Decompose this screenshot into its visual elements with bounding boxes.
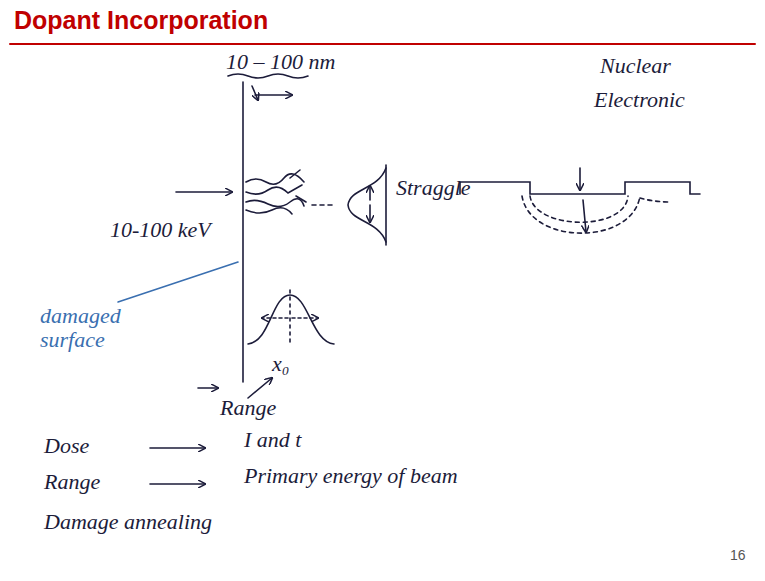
leader-line [118, 262, 238, 302]
dashed-profile [522, 196, 640, 233]
straggle-arrow [369, 205, 371, 222]
energy-label: 10-100 keV [110, 218, 211, 242]
straggle-arrow [369, 186, 371, 200]
profile-axis [385, 165, 387, 245]
arrow [150, 447, 205, 449]
slide-title: Dopant Incorporation [14, 6, 268, 35]
ion-path [246, 208, 292, 214]
implant-arrow [579, 168, 581, 190]
wavy-underline [228, 74, 308, 78]
small-arrow [252, 86, 258, 100]
symbol-label: x₀ [272, 352, 289, 376]
range-arrow [248, 378, 272, 398]
dashed-profile [640, 198, 670, 202]
depth-arrow [583, 200, 586, 232]
slide-number: 16 [730, 548, 746, 563]
note: Dose [44, 434, 89, 458]
note: I and t [244, 428, 301, 452]
gaussian-curve [248, 295, 334, 344]
note: damaged surface [40, 304, 150, 352]
note: Range [220, 396, 276, 420]
straggle-curve [348, 168, 386, 242]
note: Straggle [396, 176, 471, 200]
ion-path [246, 199, 304, 207]
note: Range [44, 470, 100, 494]
dashed-profile [530, 196, 628, 222]
dashed-line [312, 204, 336, 206]
note: Damage annealing [44, 510, 212, 534]
ion-path [246, 185, 302, 194]
width-arrow [292, 317, 318, 319]
dimension-label: 10 – 100 nm [226, 50, 335, 74]
ion-path [246, 174, 304, 184]
width-arrow [262, 317, 288, 319]
dashed-center [289, 290, 291, 346]
note: Primary energy of beam [244, 464, 458, 488]
note: Electronic [594, 88, 685, 112]
surface-line [242, 82, 244, 382]
arrow [150, 483, 205, 485]
title-rule [10, 43, 755, 45]
note: Nuclear [600, 54, 671, 78]
beam-arrow [176, 191, 232, 193]
small-arrow [255, 94, 292, 96]
range-arrow [198, 387, 218, 389]
ion-path [290, 170, 306, 202]
